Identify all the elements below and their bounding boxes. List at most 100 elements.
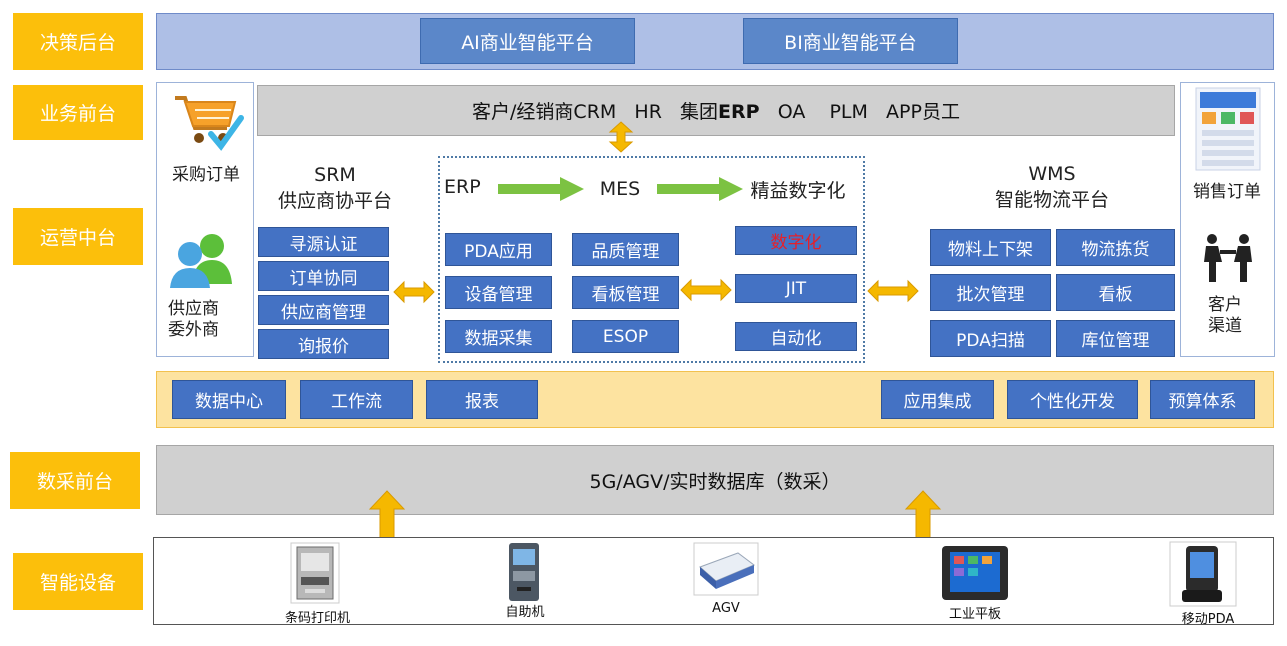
purchase-order-text: 采购订单: [172, 164, 240, 185]
horizontal-double-arrow-icon: [393, 280, 435, 304]
mes-col1-item: 设备管理: [445, 276, 552, 309]
device-label: 移动PDA: [1165, 608, 1251, 627]
erp-label: ERP: [444, 176, 484, 198]
mes-col1-item: 数据采集: [445, 320, 552, 353]
business-systems-prefix: 客户/经销商CRM HR 集团: [472, 101, 719, 123]
agv-icon: [693, 542, 759, 596]
mes-item-label: ESOP: [602, 326, 649, 347]
wms-col2-item: 物流拣货: [1056, 229, 1175, 266]
wms-item-label: PDA扫描: [956, 331, 1025, 351]
wms-subtitle: 智能物流平台: [980, 186, 1124, 211]
device-label-text: 自助机: [505, 605, 545, 620]
layer-label-operation: 运营中台: [13, 208, 143, 265]
srm-item-label: 订单协同: [289, 268, 358, 289]
handshake-icon: [1204, 234, 1252, 282]
srm-title: SRM: [260, 164, 410, 186]
collection-bar: 5G/AGV/实时数据库（数采）: [156, 445, 1274, 515]
shopping-cart-icon: [165, 88, 245, 154]
business-bar-text: 客户/经销商CRM HR 集团ERP OA PLM APP员工: [472, 97, 960, 124]
mes-item-label: JIT: [785, 278, 807, 299]
foundation-item-label: 数据中心: [195, 392, 263, 412]
suppliers-text-2: 委外商: [168, 319, 219, 340]
mes-col2-item: ESOP: [572, 320, 679, 353]
srm-subtitle: 供应商协平台: [260, 187, 410, 212]
mes-label-text: MES: [599, 178, 641, 200]
layer-label-text: 业务前台: [39, 103, 116, 125]
foundation-item-label: 报表: [465, 392, 499, 412]
sales-order-text: 销售订单: [1193, 181, 1261, 202]
mes-col3-item-highlight: 数字化: [735, 226, 857, 255]
mes-item-label: 数据采集: [464, 329, 533, 349]
ai-platform-label: AI商业智能平台: [461, 31, 594, 54]
wms-item-label: 物流拣货: [1081, 240, 1150, 260]
wms-col2-item: 看板: [1056, 274, 1175, 311]
channel-text-2: 渠道: [1208, 315, 1242, 336]
wms-title: WMS: [980, 163, 1124, 185]
layer-label-text: 数采前台: [36, 471, 113, 493]
srm-subtitle-text: 供应商协平台: [277, 189, 392, 212]
arrow-right-icon: [657, 177, 743, 201]
mes-col3-item: 自动化: [735, 322, 857, 351]
ai-platform-box: AI商业智能平台: [420, 18, 635, 64]
suppliers-text-1: 供应商: [168, 298, 219, 319]
wms-item-label: 库位管理: [1081, 331, 1150, 351]
mes-col3-item: JIT: [735, 274, 857, 303]
layer-label-text: 智能设备: [39, 572, 116, 594]
collection-bar-text: 5G/AGV/实时数据库（数采）: [589, 470, 841, 493]
mes-item-label: 看板管理: [591, 285, 660, 305]
mes-col2-item: 品质管理: [572, 233, 679, 266]
layer-label-decision: 决策后台: [13, 13, 143, 70]
foundation-item: 个性化开发: [1007, 380, 1138, 419]
wms-item-label: 物料上下架: [948, 240, 1033, 260]
device-label: AGV: [694, 601, 758, 617]
foundation-item-label: 预算体系: [1168, 392, 1237, 412]
mes-label: MES: [595, 178, 645, 200]
srm-item: 询报价: [258, 329, 389, 359]
device-label-text: AGV: [712, 601, 740, 616]
layer-label-devices: 智能设备: [13, 553, 143, 610]
mes-panel: [438, 156, 865, 363]
kiosk-icon: [509, 543, 539, 601]
bi-platform-box: BI商业智能平台: [743, 18, 958, 64]
channel-text-1: 客户: [1208, 294, 1242, 315]
foundation-item: 预算体系: [1150, 380, 1255, 419]
device-label: 自助机: [490, 601, 560, 620]
mes-item-label: 自动化: [770, 329, 822, 349]
mes-item-label: 数字化: [770, 233, 822, 253]
layer-label-collection: 数采前台: [10, 452, 140, 509]
purchase-order-label: 采购订单: [160, 160, 252, 185]
layer-label-text: 运营中台: [39, 227, 116, 249]
device-label: 条码打印机: [270, 607, 365, 626]
layer-label-business: 业务前台: [13, 85, 143, 140]
wms-col1-item: PDA扫描: [930, 320, 1051, 357]
device-label-text: 条码打印机: [284, 611, 350, 626]
mes-col2-item: 看板管理: [572, 276, 679, 309]
foundation-item: 应用集成: [881, 380, 994, 419]
lean-label: 精益数字化: [744, 177, 852, 202]
wms-item-label: 批次管理: [956, 285, 1025, 305]
srm-title-text: SRM: [314, 164, 356, 186]
business-bar: 客户/经销商CRM HR 集团ERP OA PLM APP员工: [257, 85, 1175, 136]
channel-label-2: 渠道: [1182, 313, 1268, 336]
foundation-item-label: 应用集成: [903, 392, 972, 412]
pda-icon: [1169, 541, 1237, 607]
mes-item-label: PDA应用: [464, 242, 533, 262]
users-icon: [170, 234, 232, 288]
business-systems-suffix: OA PLM APP员工: [759, 101, 960, 123]
horizontal-double-arrow-icon: [680, 278, 732, 302]
mobile-app-icon: [1195, 87, 1261, 171]
foundation-item: 数据中心: [172, 380, 286, 419]
wms-col1-item: 批次管理: [930, 274, 1051, 311]
erp-label-text: ERP: [444, 176, 481, 198]
device-label-text: 移动PDA: [1181, 612, 1235, 627]
wms-col1-item: 物料上下架: [930, 229, 1051, 266]
arrow-right-icon: [498, 177, 584, 201]
srm-item: 寻源认证: [258, 227, 389, 257]
foundation-item-label: 工作流: [331, 392, 382, 412]
wms-col2-item: 库位管理: [1056, 320, 1175, 357]
srm-item-label: 询报价: [298, 336, 349, 357]
layer-label-text: 决策后台: [39, 32, 116, 54]
srm-item: 供应商管理: [258, 295, 389, 325]
suppliers-label-2: 委外商: [160, 317, 230, 340]
tablet-icon: [942, 546, 1008, 600]
